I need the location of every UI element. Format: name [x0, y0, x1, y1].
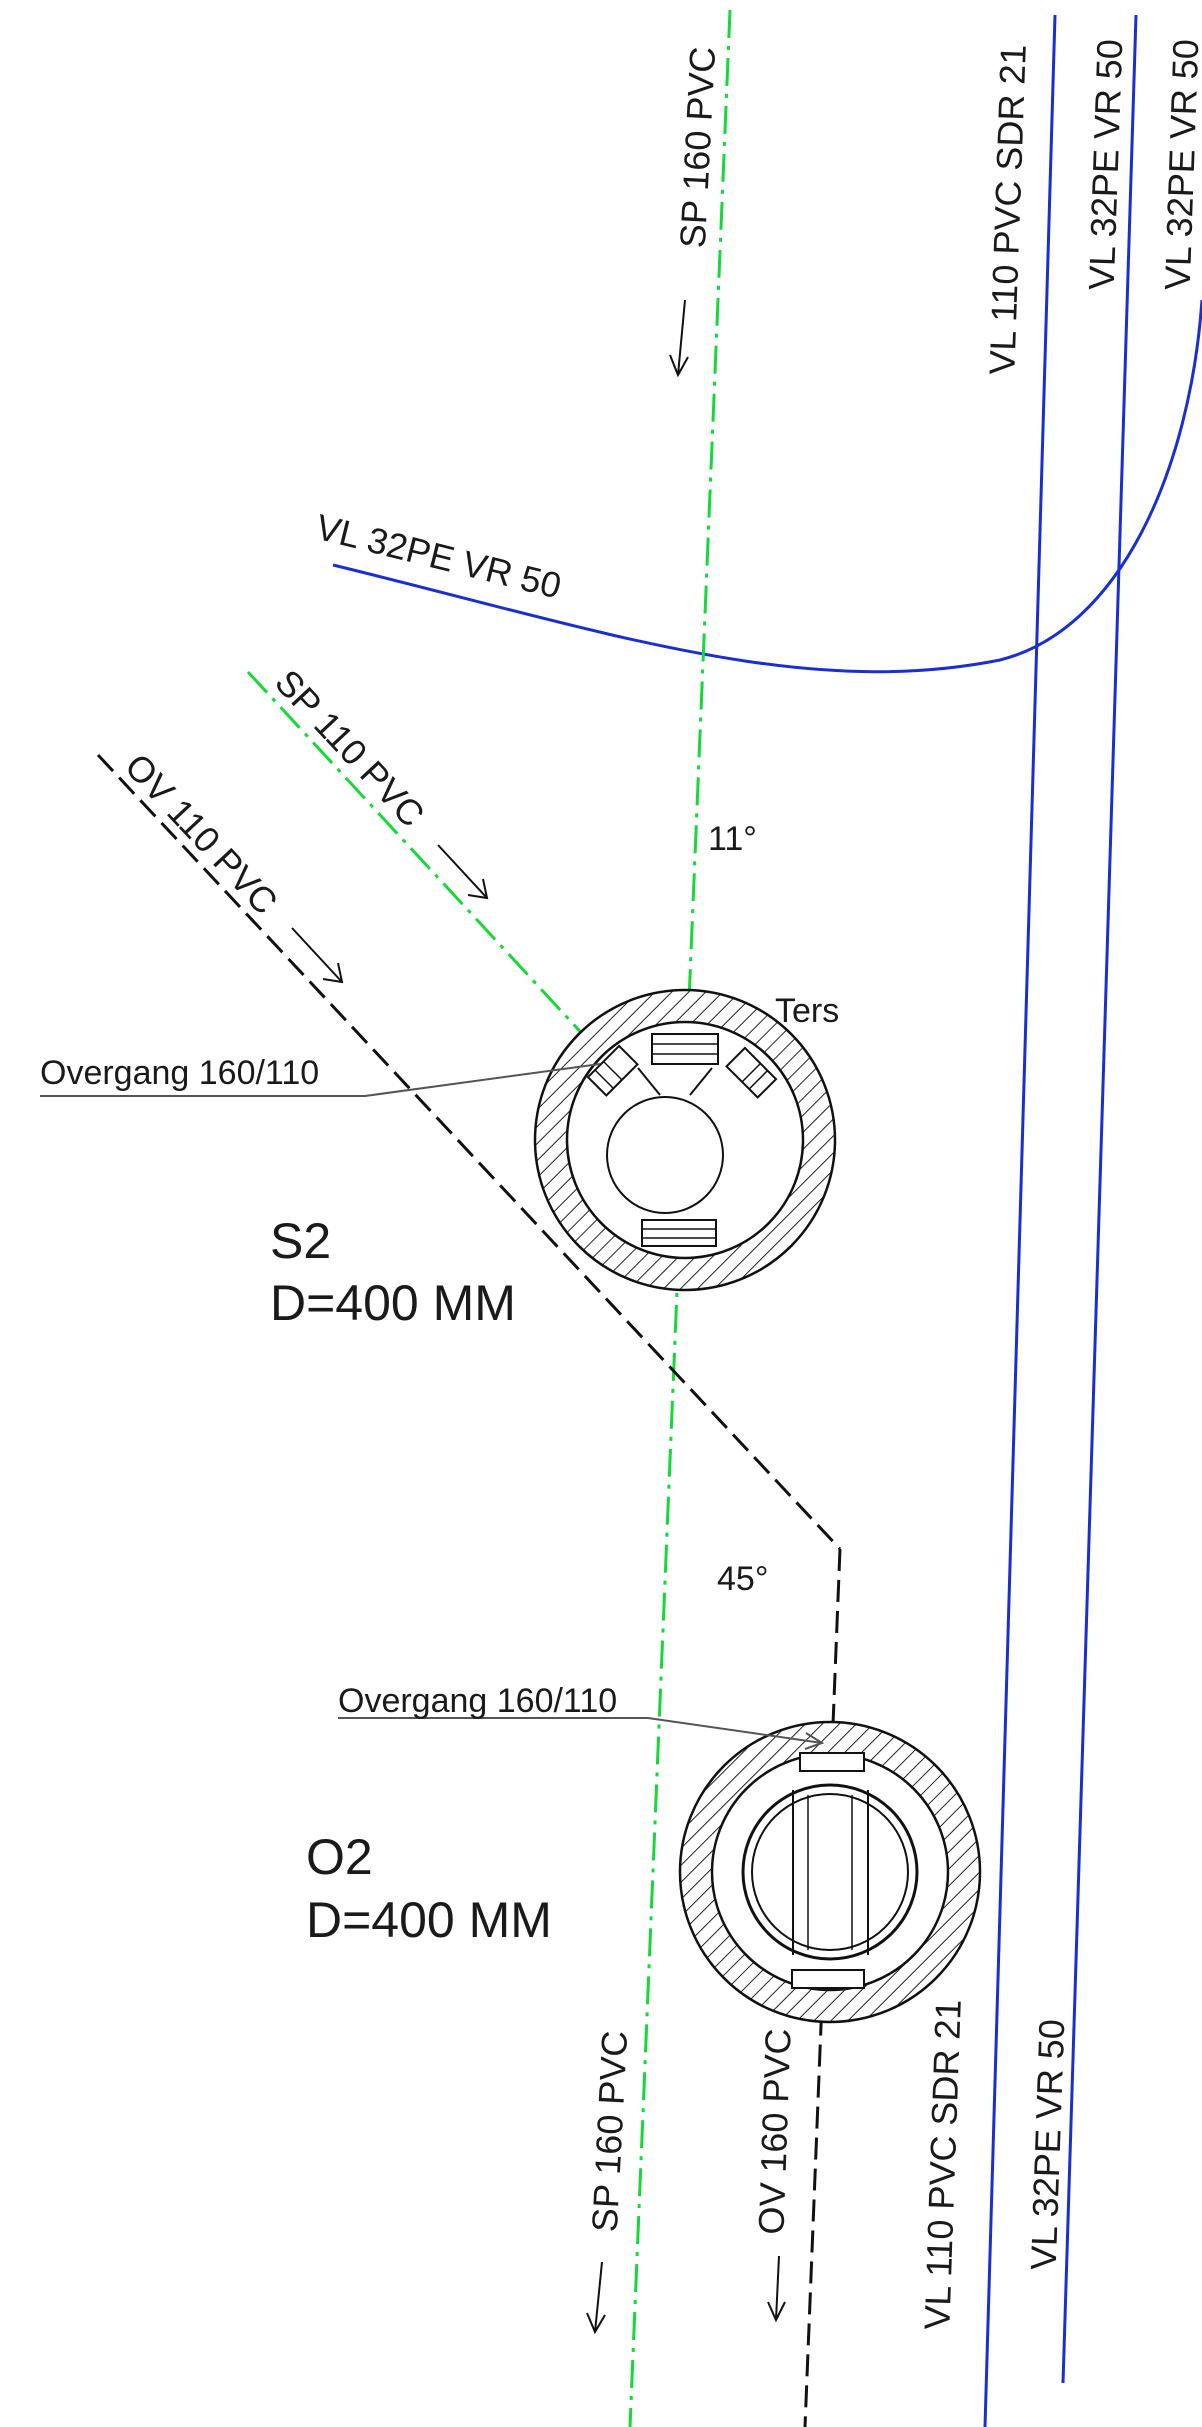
arrow-ov110: [291, 927, 344, 984]
label-ov110: OV 110 PVC: [117, 745, 286, 922]
manhole-o2: [678, 1720, 982, 2024]
label-vl110-bottom: VL 110 PVC SDR 21: [916, 1999, 968, 2330]
vl32-water-line: [1061, 14, 1138, 2384]
vl110-water-line: [983, 14, 1057, 2427]
label-sp160-top: SP 160 PVC: [672, 46, 723, 249]
label-o2-name: O2: [306, 1829, 373, 1885]
arrow-sp160-top: [669, 299, 689, 378]
arrow-sp110: [437, 844, 489, 900]
label-sp160-bottom: SP 160 PVC: [584, 2030, 635, 2233]
ov110-sewer-pipe: [96, 753, 842, 1551]
label-vl110-top: VL 110 PVC SDR 21: [981, 44, 1033, 375]
arrow-ov160: [767, 2255, 786, 2323]
leader-overgang-o2: [338, 1717, 823, 1744]
manhole-s2: [533, 988, 837, 1292]
label-vl32-top-a: VL 32PE VR 50: [1081, 39, 1131, 291]
leader-overgang-o2-arrow: [804, 1732, 825, 1750]
arrow-sp160-bottom: [586, 2261, 606, 2335]
label-ters: Ters: [775, 992, 839, 1030]
label-s2-name: S2: [270, 1213, 331, 1269]
label-s2-diameter: D=400 MM: [270, 1275, 516, 1331]
label-vl32-bottom: VL 32PE VR 50: [1023, 2019, 1073, 2271]
leader-overgang-s2: [40, 1063, 601, 1097]
label-angle-45: 45°: [717, 1560, 768, 1598]
label-vl32-top-b: VL 32PE VR 50: [1157, 39, 1202, 291]
label-o2-diameter: D=400 MM: [306, 1892, 552, 1948]
label-overgang-o2: Overgang 160/110: [338, 1682, 617, 1720]
label-angle-11: 11°: [708, 820, 757, 858]
label-sp110: SP 110 PVC: [267, 661, 433, 834]
label-ov160: OV 160 PVC: [750, 2028, 798, 2235]
label-overgang-s2: Overgang 160/110: [40, 1054, 319, 1092]
vl32-curved-water-line: [332, 299, 1202, 674]
